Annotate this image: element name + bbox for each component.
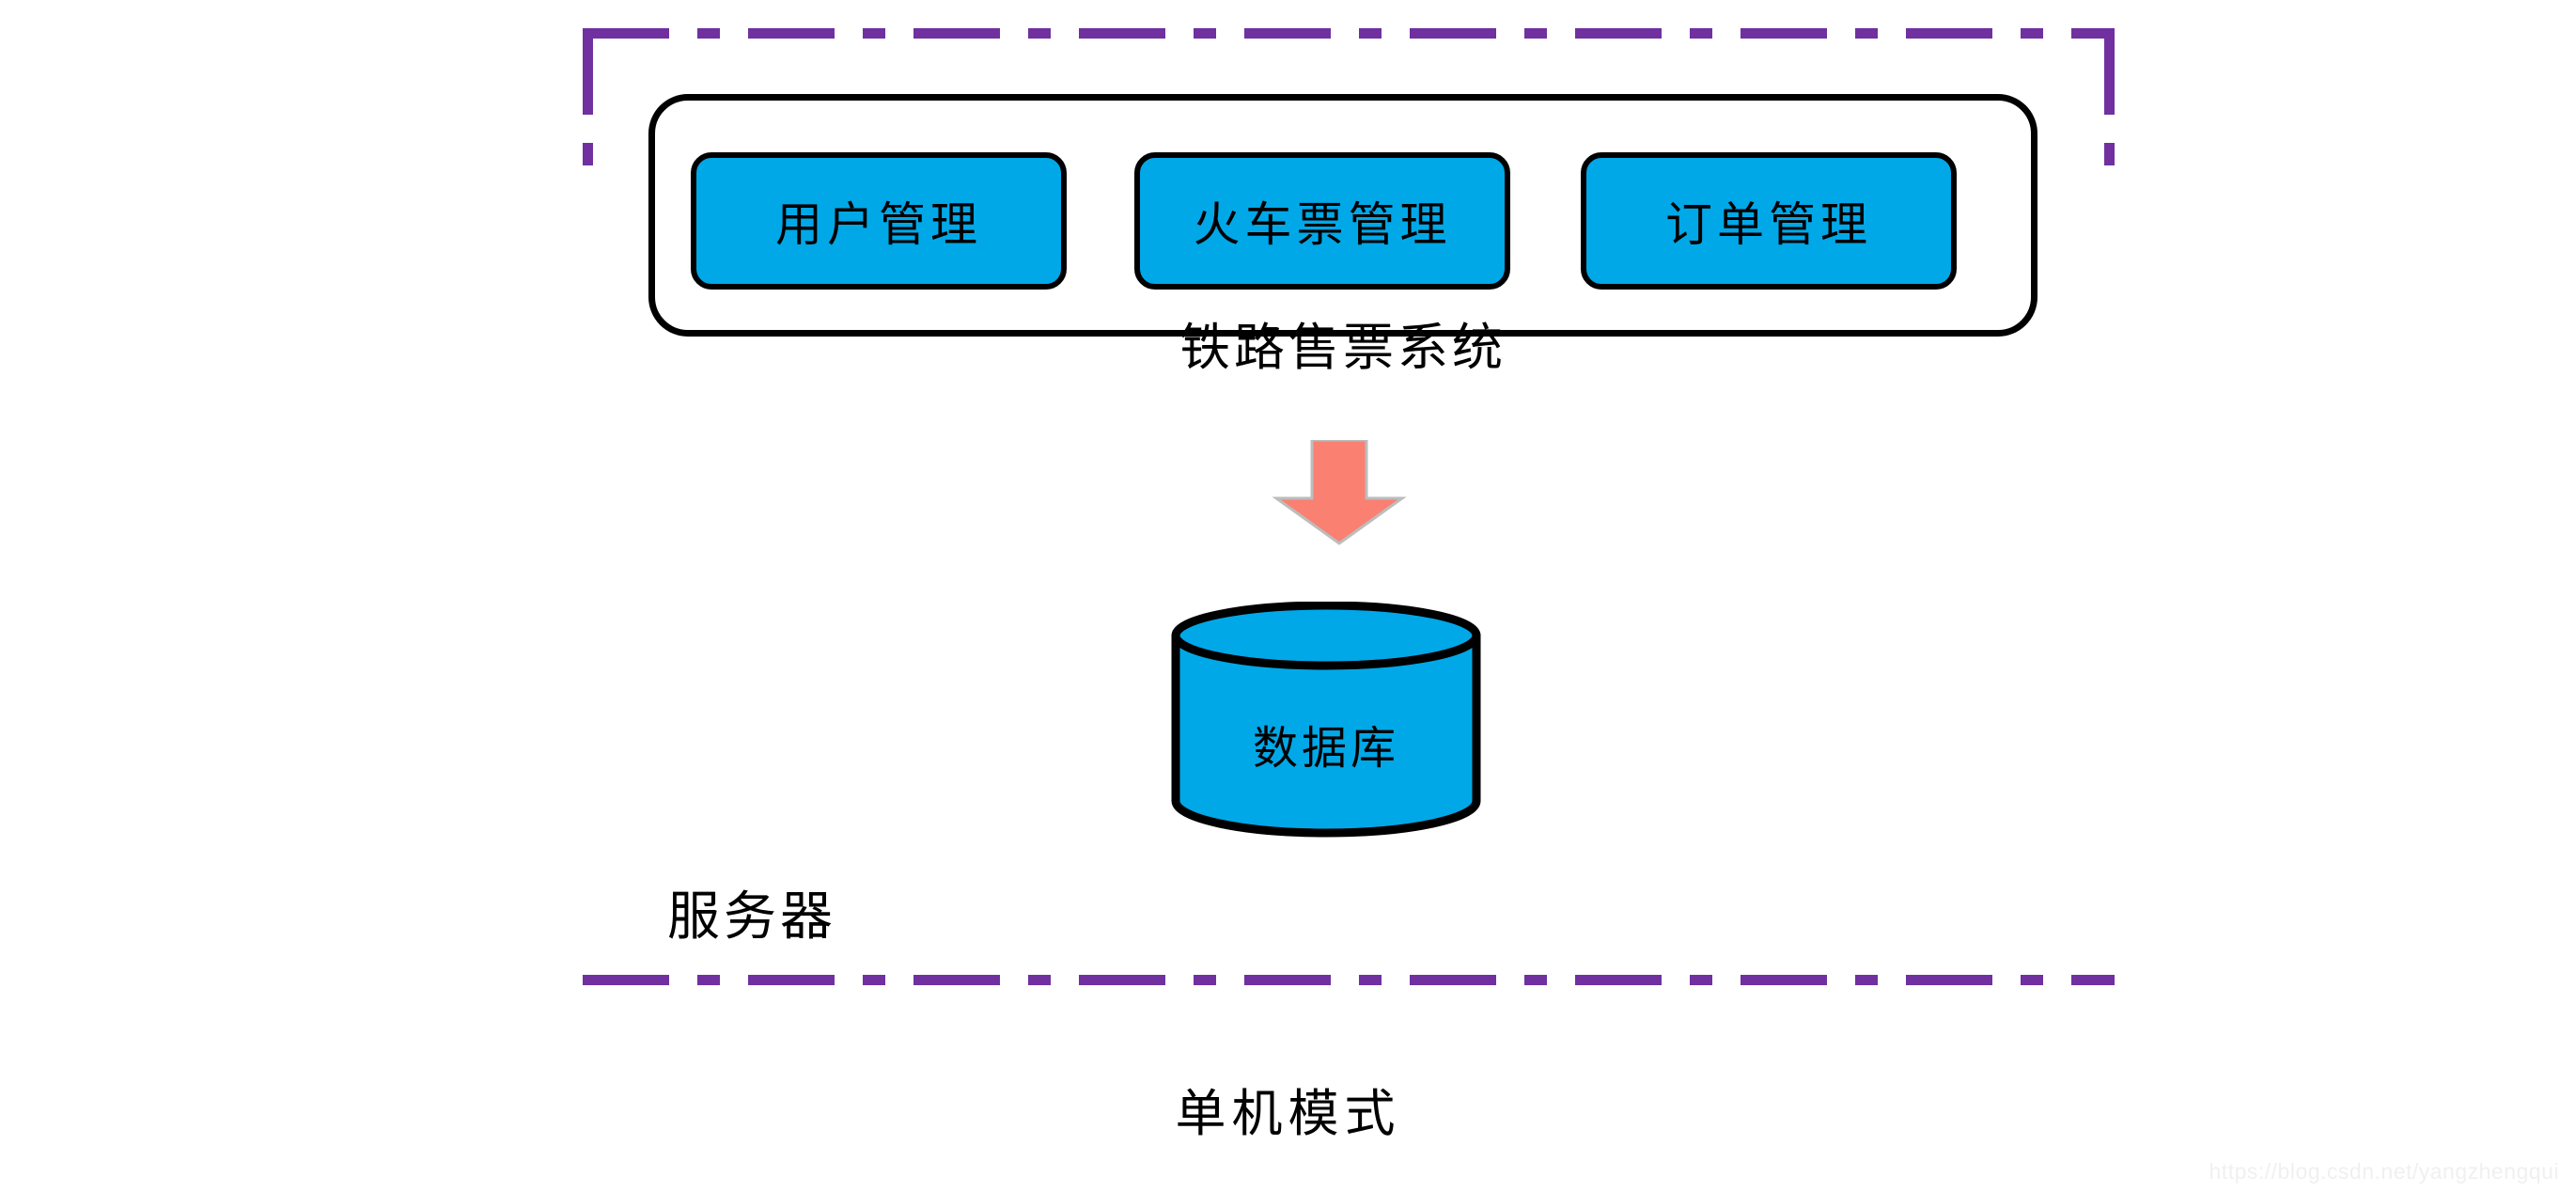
module-box-order-management[interactable]: 订单管理 bbox=[1581, 152, 1957, 290]
database-cylinder-icon bbox=[1168, 601, 1484, 844]
module-box-user-management[interactable]: 用户管理 bbox=[691, 152, 1067, 290]
server-boundary-bottom-edge bbox=[583, 975, 2115, 985]
module-label-train-ticket-management: 火车票管理 bbox=[1193, 198, 1452, 251]
server-boundary-right-edge bbox=[2104, 28, 2115, 985]
server-boundary bbox=[583, 28, 2115, 985]
server-boundary-label: 服务器 bbox=[667, 888, 836, 947]
diagram-caption: 单机模式 bbox=[1175, 1086, 1401, 1142]
server-boundary-left-edge bbox=[583, 28, 593, 985]
down-arrow-icon bbox=[1259, 438, 1419, 545]
server-boundary-top-edge bbox=[583, 28, 2115, 39]
module-row: 用户管理 火车票管理 订单管理 bbox=[691, 152, 1957, 290]
module-label-order-management: 订单管理 bbox=[1665, 198, 1872, 251]
watermark-text: https://blog.csdn.net/yangzhengqui bbox=[2209, 1159, 2559, 1184]
module-label-user-management: 用户管理 bbox=[775, 198, 982, 251]
module-box-train-ticket-management[interactable]: 火车票管理 bbox=[1134, 152, 1510, 290]
railway-ticketing-system-label: 铁路售票系统 bbox=[1179, 320, 1507, 376]
